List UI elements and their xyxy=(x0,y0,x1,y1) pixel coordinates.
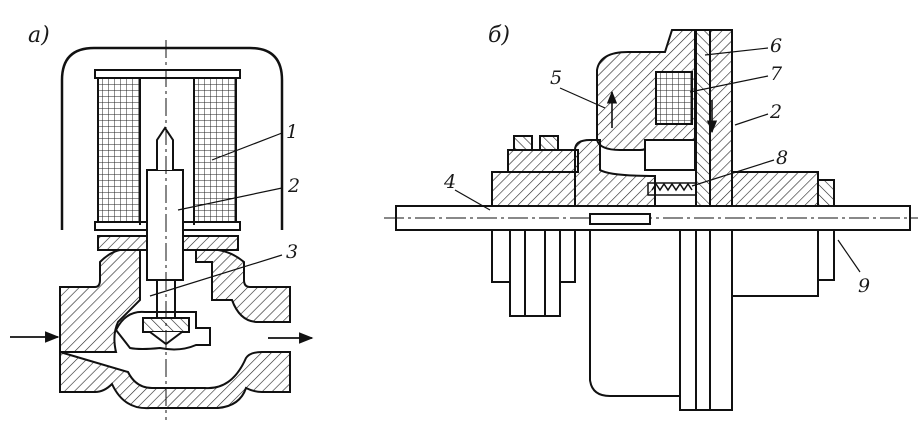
label-6: 6 xyxy=(770,35,782,57)
lower-housing xyxy=(589,229,681,397)
gear-tooth-1 xyxy=(513,135,533,151)
left-hub xyxy=(491,171,576,207)
figure-a-solenoid-valve xyxy=(10,40,314,420)
coil-right xyxy=(193,77,237,224)
label-9: 9 xyxy=(858,275,870,297)
lower-left-discs xyxy=(491,229,576,317)
plunger-tip xyxy=(156,126,174,170)
caption-a: а) xyxy=(28,23,50,48)
label-5: 5 xyxy=(550,67,562,89)
label-8: 8 xyxy=(776,147,788,169)
label-1: 1 xyxy=(286,121,298,143)
label-7: 7 xyxy=(770,63,783,85)
label-2b: 2 xyxy=(769,101,782,123)
clutch-coil xyxy=(655,71,693,125)
plunger xyxy=(146,169,184,281)
gear-tooth-2 xyxy=(539,135,559,151)
flange-plate xyxy=(97,235,148,251)
figure-b-clutch xyxy=(384,29,918,411)
spring xyxy=(651,182,693,192)
coil-left xyxy=(97,77,141,224)
valve-body xyxy=(59,249,141,353)
label-2: 2 xyxy=(287,175,300,197)
right-hub xyxy=(731,171,819,207)
armature-disc xyxy=(695,29,711,207)
coil-housing xyxy=(60,46,284,230)
caption-b: б) xyxy=(488,23,510,48)
label-4: 4 xyxy=(443,171,456,193)
label-3: 3 xyxy=(286,241,298,263)
